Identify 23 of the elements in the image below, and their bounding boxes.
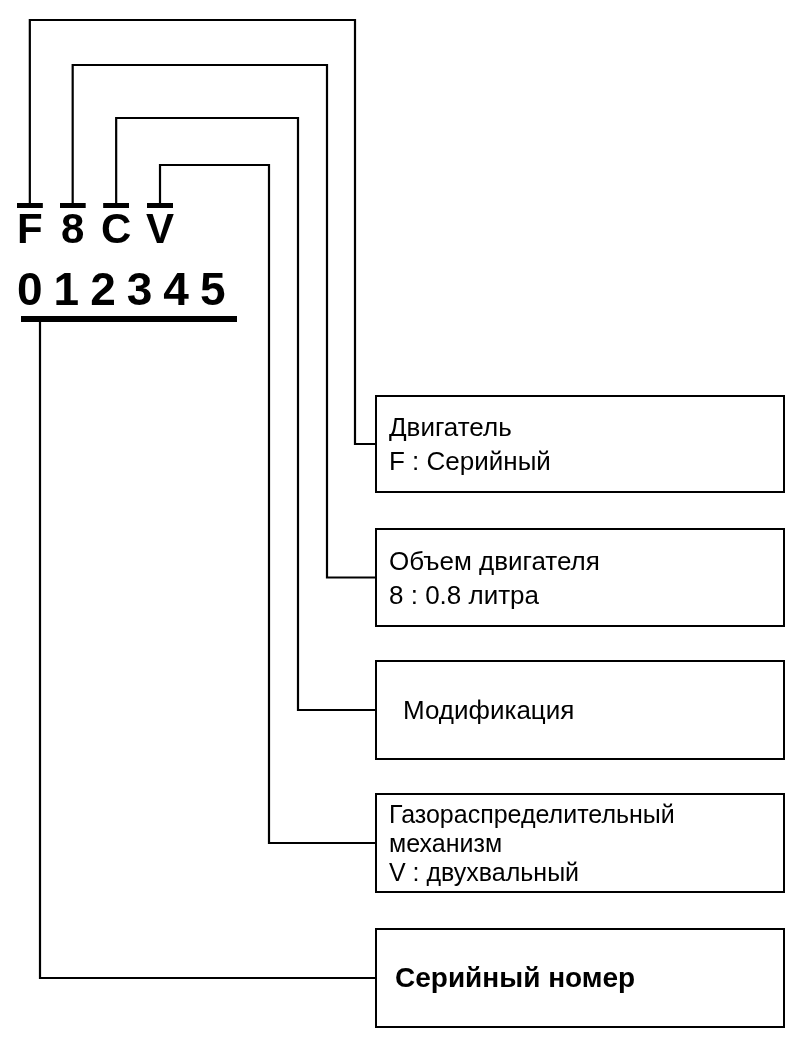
callout-box — [375, 528, 785, 627]
code-character: C — [101, 208, 132, 250]
callout-box — [375, 660, 785, 760]
leader-line — [16, 18, 375, 446]
code-digits: 012345 — [17, 262, 237, 316]
code-character: 8 — [61, 208, 85, 250]
callout-description: V : двухвальный — [389, 857, 581, 887]
callout-description: F : Серийный — [389, 445, 552, 478]
callout-label: Модификация — [403, 694, 576, 727]
leader-line — [147, 163, 375, 845]
leader-line — [103, 116, 375, 712]
callout-box — [375, 928, 785, 1028]
code-character: V — [146, 208, 174, 250]
callout-heading: Газораспределительный механизм — [389, 799, 676, 858]
callout-heading: Двигатель — [389, 411, 513, 444]
callout-box — [375, 793, 785, 893]
leader-line — [21, 316, 375, 980]
callout-box — [375, 395, 785, 493]
callout-description: 8 : 0.8 литра — [389, 578, 541, 612]
code-character: F — [17, 208, 43, 250]
callout-label: Серийный номер — [395, 961, 637, 995]
leader-line — [59, 63, 375, 579]
callout-heading: Объем двигателя — [389, 544, 601, 578]
